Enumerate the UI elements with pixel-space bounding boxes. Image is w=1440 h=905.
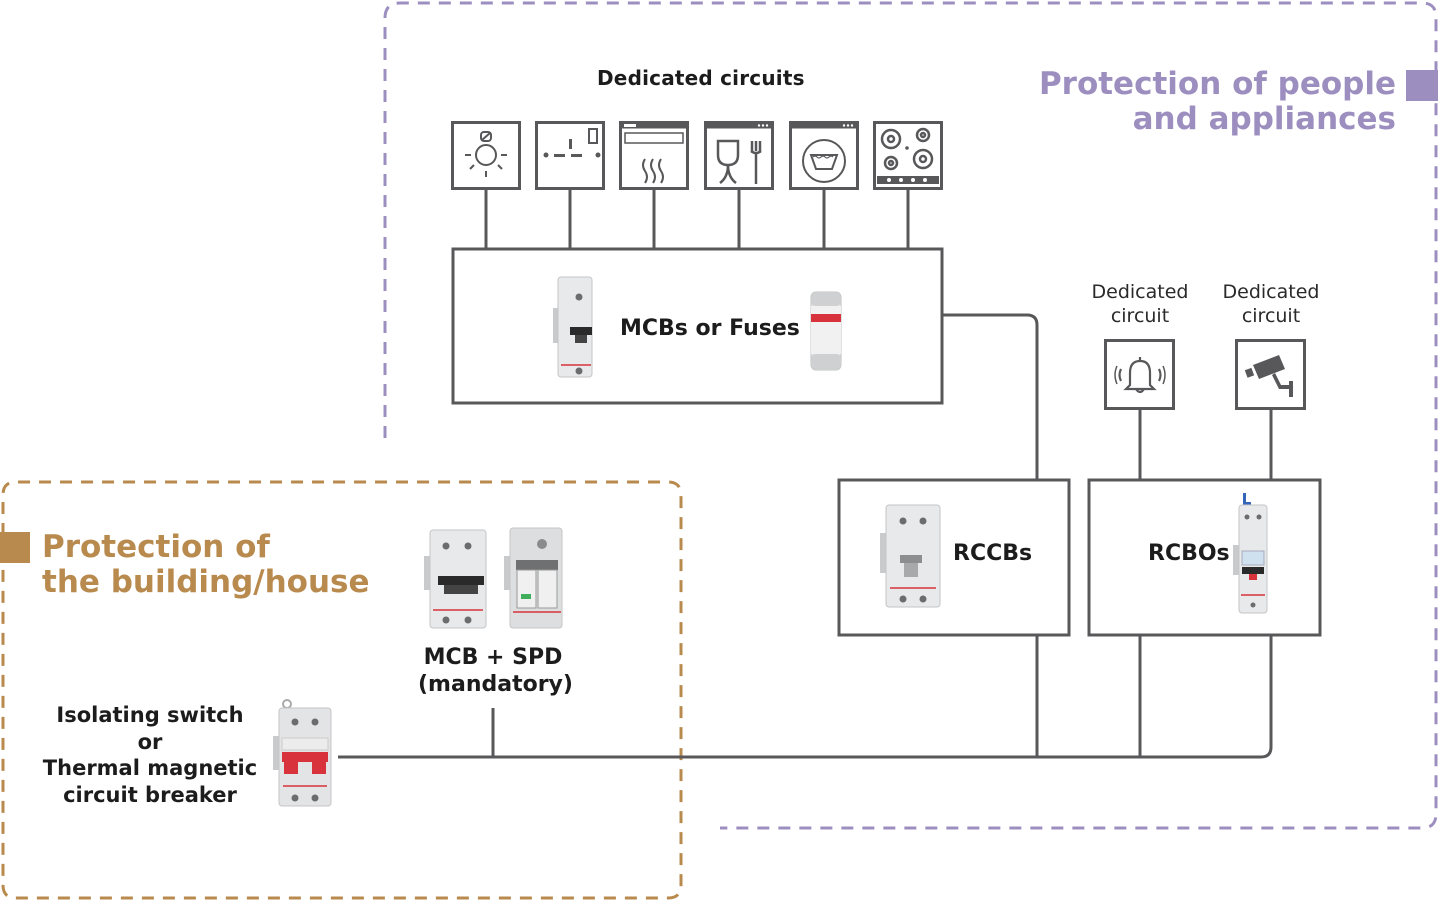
dedicated-circuit-label-alarm: Dedicated circuit (1075, 280, 1205, 328)
rcbo-box-label: RCBOs (1148, 541, 1230, 566)
label-line-4: circuit breaker (63, 782, 237, 807)
mcb-box (451, 247, 944, 405)
mcb-spd-label: MCB + SPD (mandatory) (418, 644, 573, 698)
label-line-1: Dedicated (1222, 281, 1320, 303)
isolating-switch-label: Isolating switch or Thermal magnetic cir… (30, 702, 270, 808)
fuse-image (810, 291, 842, 371)
dishwasher-icon (704, 121, 774, 190)
label-line-1: Dedicated (1091, 281, 1189, 303)
oven-icon (619, 121, 689, 190)
building-zone-title: Protection of the building/house (42, 530, 370, 600)
mcb-2pole-image (424, 529, 487, 629)
dedicated-circuits-title: Dedicated circuits (597, 66, 805, 90)
mcb-box-label: MCBs or Fuses (620, 316, 800, 341)
dedicated-circuit-label-camera: Dedicated circuit (1206, 280, 1336, 328)
label-line-1: Isolating switch (56, 703, 244, 727)
spd-device-image (504, 527, 563, 629)
rccb-device-image (880, 504, 941, 608)
building-zone-marker (0, 532, 30, 563)
label-line-2: or (137, 729, 163, 754)
rcbo-box (1087, 478, 1322, 637)
rccb-box (837, 478, 1071, 637)
rcbo-device-image (1233, 493, 1268, 614)
washing-machine-icon (789, 121, 859, 190)
label-line-3: Thermal magnetic (42, 756, 258, 780)
cctv-camera-icon (1235, 339, 1306, 410)
title-line-1: Protection of (42, 529, 270, 565)
title-line-2: and appliances (1132, 101, 1396, 137)
people-zone-title: Protection of people and appliances (1039, 67, 1396, 137)
label-line-2: circuit (1241, 305, 1301, 327)
title-line-2: the building/house (42, 564, 370, 600)
socket-outlet-icon (535, 121, 605, 190)
people-zone-outline (383, 1, 1438, 830)
title-line-1: Protection of people (1038, 66, 1396, 102)
wire-mcb-rccb (942, 313, 1039, 480)
cooktop-icon (873, 121, 943, 190)
label-line-1: MCB + SPD (423, 645, 563, 670)
building-zone-outline (1, 480, 683, 900)
light-bulb-icon (451, 121, 521, 190)
alarm-bell-icon (1104, 339, 1175, 410)
wire-main-bus (338, 635, 1273, 759)
people-zone-marker (1406, 70, 1438, 101)
rccb-box-label: RCCBs (953, 541, 1033, 566)
label-line-2: circuit (1110, 305, 1170, 327)
isolating-switch-image (273, 699, 332, 807)
mcb-device-image (553, 276, 593, 378)
label-line-2: (mandatory) (418, 672, 573, 697)
